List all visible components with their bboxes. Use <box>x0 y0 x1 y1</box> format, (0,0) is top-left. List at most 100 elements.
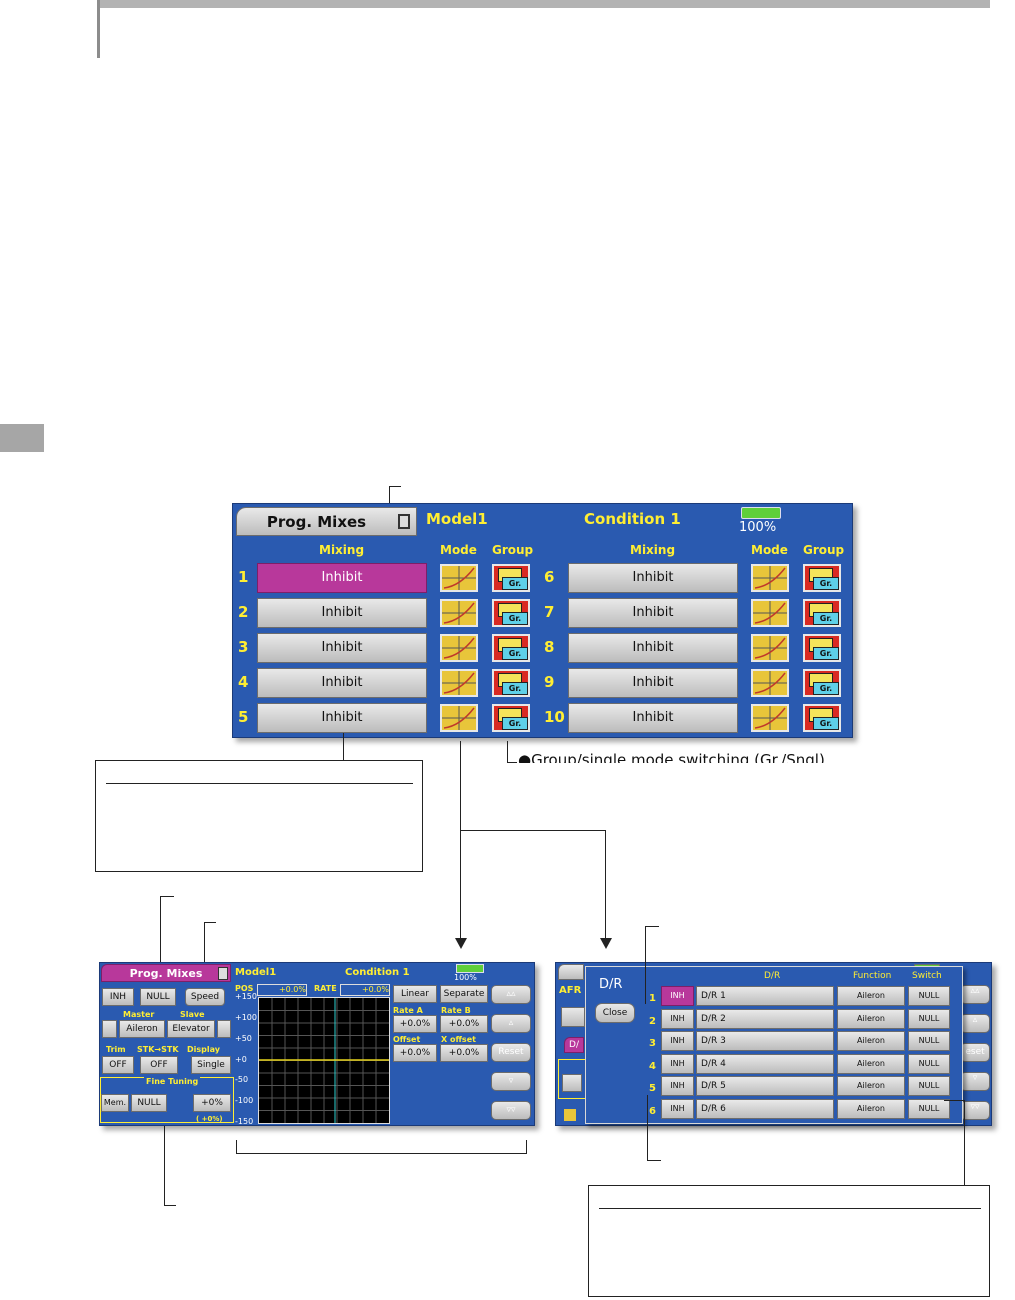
pos-value: +0.0% <box>257 984 307 996</box>
exit-door-icon[interactable] <box>218 967 228 980</box>
mode-curve-icon[interactable] <box>751 599 789 627</box>
close-button[interactable]: Close <box>595 1003 635 1023</box>
trim-button[interactable]: OFF <box>102 1056 134 1074</box>
bg-afr-label: AFR <box>559 985 582 996</box>
mixing-button[interactable]: Inhibit <box>568 563 738 593</box>
dr-inh-button[interactable]: INH <box>661 1008 694 1029</box>
mix-curve-graph[interactable] <box>258 997 390 1124</box>
title-button[interactable]: Prog. Mixes <box>236 507 417 536</box>
mode-curve-icon[interactable] <box>440 599 478 627</box>
group-icon-label: Gr. <box>813 612 839 625</box>
group-mode-icon[interactable]: Gr. <box>492 704 530 732</box>
mode-curve-icon[interactable] <box>440 669 478 697</box>
page-down-fast-button[interactable]: ▿▿ <box>491 1101 531 1120</box>
dr-function-button[interactable]: Aileron <box>837 1076 905 1096</box>
header-mode-left: Mode <box>440 543 477 557</box>
row-number: 1 <box>238 568 249 586</box>
dr-switch-button[interactable]: NULL <box>908 1031 950 1051</box>
group-mode-icon[interactable]: Gr. <box>803 634 841 662</box>
dr-name-button[interactable]: D/R 5 <box>696 1076 834 1096</box>
leader-line <box>389 486 390 510</box>
page-up-button[interactable]: ▵ <box>491 1014 531 1033</box>
mixing-button[interactable]: Inhibit <box>257 563 427 593</box>
inh-button[interactable]: INH <box>102 988 134 1006</box>
dr-switch-button[interactable]: NULL <box>908 1098 950 1119</box>
dr-function-button[interactable]: Aileron <box>837 1031 905 1051</box>
mixing-button[interactable]: Inhibit <box>568 703 738 733</box>
row-number: 2 <box>238 603 249 621</box>
speed-button[interactable]: Speed <box>185 988 225 1006</box>
slave-link-button[interactable] <box>217 1020 231 1038</box>
group-mode-icon[interactable]: Gr. <box>803 564 841 592</box>
dr-function-button[interactable]: Aileron <box>837 1008 905 1029</box>
arrow-down-icon <box>600 938 612 949</box>
section-side-tab <box>0 424 44 452</box>
display-label: Display <box>187 1045 220 1054</box>
rate-b-button[interactable]: +0.0% <box>440 1015 488 1033</box>
dr-switch-button[interactable]: NULL <box>908 1053 950 1074</box>
group-mode-icon[interactable]: Gr. <box>492 669 530 697</box>
mem-button[interactable]: Mem. <box>101 1094 129 1112</box>
dr-inh-button[interactable]: INH <box>661 986 694 1006</box>
mix-title-button[interactable]: Prog. Mixes <box>101 964 231 982</box>
dr-name-button[interactable]: D/R 3 <box>696 1031 834 1051</box>
offset-button[interactable]: +0.0% <box>393 1044 437 1062</box>
mode-curve-icon[interactable] <box>751 634 789 662</box>
dr-name-button[interactable]: D/R 1 <box>696 986 834 1006</box>
mixing-button[interactable]: Inhibit <box>257 633 427 663</box>
dr-switch-button[interactable]: NULL <box>908 986 950 1006</box>
dr-name-button[interactable]: D/R 4 <box>696 1053 834 1074</box>
mode-curve-icon[interactable] <box>751 669 789 697</box>
mixing-button[interactable]: Inhibit <box>568 598 738 628</box>
rate-a-button[interactable]: +0.0% <box>393 1015 437 1033</box>
dr-popup-title: D/R <box>599 977 623 992</box>
linear-button[interactable]: Linear <box>393 985 437 1003</box>
dr-row-number: 5 <box>649 1083 656 1094</box>
fine-null-button[interactable]: NULL <box>131 1094 167 1112</box>
reset-button[interactable]: Reset <box>491 1043 531 1062</box>
dr-name-button[interactable]: D/R 6 <box>696 1098 834 1119</box>
bg-title-button <box>558 964 584 980</box>
fine-value-button[interactable]: +0% <box>193 1094 231 1112</box>
dr-inh-button[interactable]: INH <box>661 1053 694 1074</box>
mode-curve-icon[interactable] <box>440 634 478 662</box>
dr-inh-button[interactable]: INH <box>661 1098 694 1119</box>
row-number: 7 <box>544 603 555 621</box>
group-mode-icon[interactable]: Gr. <box>492 564 530 592</box>
dr-function-button[interactable]: Aileron <box>837 1098 905 1119</box>
display-button[interactable]: Single <box>191 1056 231 1074</box>
mode-curve-icon[interactable] <box>751 704 789 732</box>
dr-inh-button[interactable]: INH <box>661 1076 694 1096</box>
group-mode-icon[interactable]: Gr. <box>492 634 530 662</box>
xoffset-button[interactable]: +0.0% <box>440 1044 488 1062</box>
dr-function-button[interactable]: Aileron <box>837 986 905 1006</box>
group-mode-icon[interactable]: Gr. <box>803 599 841 627</box>
master-link-button[interactable] <box>102 1020 117 1038</box>
mixing-button[interactable]: Inhibit <box>568 668 738 698</box>
graph-bracket <box>236 1140 237 1154</box>
stk-button[interactable]: OFF <box>140 1056 178 1074</box>
mixing-button[interactable]: Inhibit <box>257 668 427 698</box>
mixing-button[interactable]: Inhibit <box>257 703 427 733</box>
mode-curve-icon[interactable] <box>440 704 478 732</box>
page-up-fast-button[interactable]: ▵▵ <box>491 985 531 1004</box>
mode-curve-icon[interactable] <box>751 564 789 592</box>
separate-button[interactable]: Separate <box>440 985 488 1003</box>
mixing-button[interactable]: Inhibit <box>257 598 427 628</box>
dr-switch-button[interactable]: NULL <box>908 1076 950 1096</box>
null-switch-button[interactable]: NULL <box>140 988 176 1006</box>
dr-function-button[interactable]: Aileron <box>837 1053 905 1074</box>
group-mode-icon[interactable]: Gr. <box>803 669 841 697</box>
group-mode-icon[interactable]: Gr. <box>803 704 841 732</box>
slave-button[interactable]: Elevator <box>167 1020 215 1038</box>
exit-door-icon[interactable] <box>398 514 410 529</box>
master-button[interactable]: Aileron <box>119 1020 165 1038</box>
callout-box-switch <box>588 1185 990 1297</box>
group-mode-icon[interactable]: Gr. <box>492 599 530 627</box>
mixing-button[interactable]: Inhibit <box>568 633 738 663</box>
page-down-button[interactable]: ▿ <box>491 1072 531 1091</box>
dr-name-button[interactable]: D/R 2 <box>696 1008 834 1029</box>
mode-curve-icon[interactable] <box>440 564 478 592</box>
dr-inh-button[interactable]: INH <box>661 1031 694 1051</box>
dr-switch-button[interactable]: NULL <box>908 1008 950 1029</box>
